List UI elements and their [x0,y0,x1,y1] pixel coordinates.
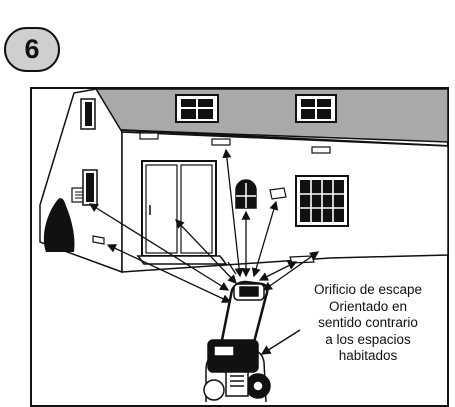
callout-line: Orientado en [328,298,408,314]
callout-line: sentido contrario [318,315,418,330]
callout-line: Orificio de escape [313,282,423,297]
arched-window [235,179,257,209]
eave-vents [139,132,331,154]
step-number: 6 [24,34,40,64]
callout-line: habitados [338,348,398,363]
exhaust-callout: Orificio de escape Orientado en sentido … [286,282,450,365]
dormer-window-right [295,94,337,123]
large-window [295,175,349,227]
exhaust-airflow-arrows [88,148,320,303]
pressure-washer [203,280,271,402]
sliding-door [136,160,228,265]
callout-line: a los espacios [325,331,411,347]
door-step [136,255,228,265]
shrub [43,198,75,252]
wall-vent [269,187,287,200]
dormer-window-left [175,94,219,123]
step-number-badge: 6 [4,27,60,72]
callout-leader-arrow [260,329,301,355]
side-wall-fixtures [71,169,105,245]
